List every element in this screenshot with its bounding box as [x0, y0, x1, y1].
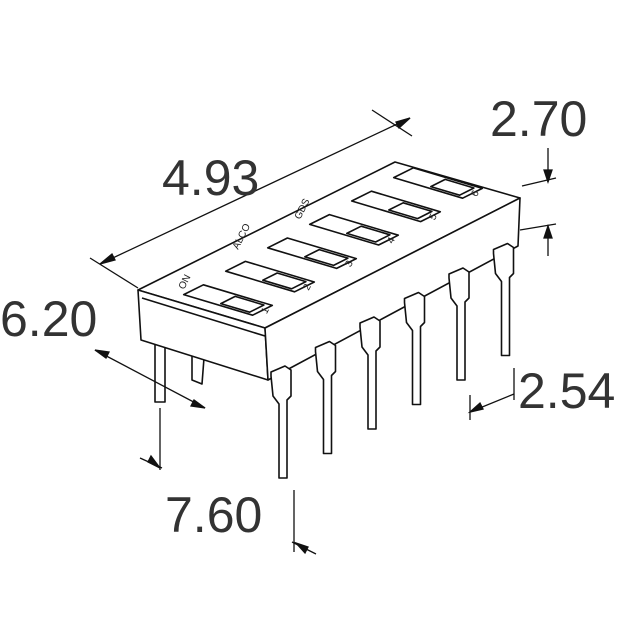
dim-label-length: 4.93 — [162, 150, 259, 206]
position-label-2: 2 — [301, 282, 314, 292]
dip-switch-actuator — [345, 225, 391, 243]
front-pin-5 — [448, 267, 470, 381]
dip-switch-slot — [182, 283, 274, 317]
dim-label-width: 6.20 — [0, 291, 97, 347]
dip-switch-actuator — [303, 248, 349, 267]
body-edge — [141, 297, 266, 337]
dim-label-height: 2.70 — [490, 91, 587, 147]
body-side-face — [264, 197, 521, 381]
dip-switch-actuator — [429, 178, 475, 196]
front-pin-4 — [403, 291, 426, 406]
dip-switch-slot — [224, 260, 316, 293]
dip-switch-slot — [308, 213, 400, 246]
dip-switch-slot — [350, 190, 442, 223]
dim-label-row-spacing: 7.60 — [165, 487, 262, 543]
front-pin-1 — [270, 365, 292, 479]
dim-line-width — [94, 349, 206, 409]
dip-switch-actuator — [261, 272, 307, 290]
dim-label-pitch: 2.54 — [518, 363, 615, 419]
front-pin-2 — [314, 340, 337, 455]
dip-switch-slot — [266, 237, 358, 270]
back-pin — [191, 352, 205, 385]
dip-switch-actuator — [387, 202, 433, 220]
front-pin-3 — [359, 316, 381, 430]
position-label-6: 6 — [469, 188, 482, 198]
dip-switch-slot — [392, 167, 484, 199]
position-label-5: 5 — [427, 212, 440, 222]
position-label-1: 1 — [259, 305, 272, 315]
position-label-3: 3 — [343, 259, 356, 269]
dip-switch-actuator — [220, 295, 265, 314]
position-label-4: 4 — [385, 235, 398, 245]
dim-line-length — [99, 117, 411, 265]
front-pin-6 — [492, 242, 515, 357]
